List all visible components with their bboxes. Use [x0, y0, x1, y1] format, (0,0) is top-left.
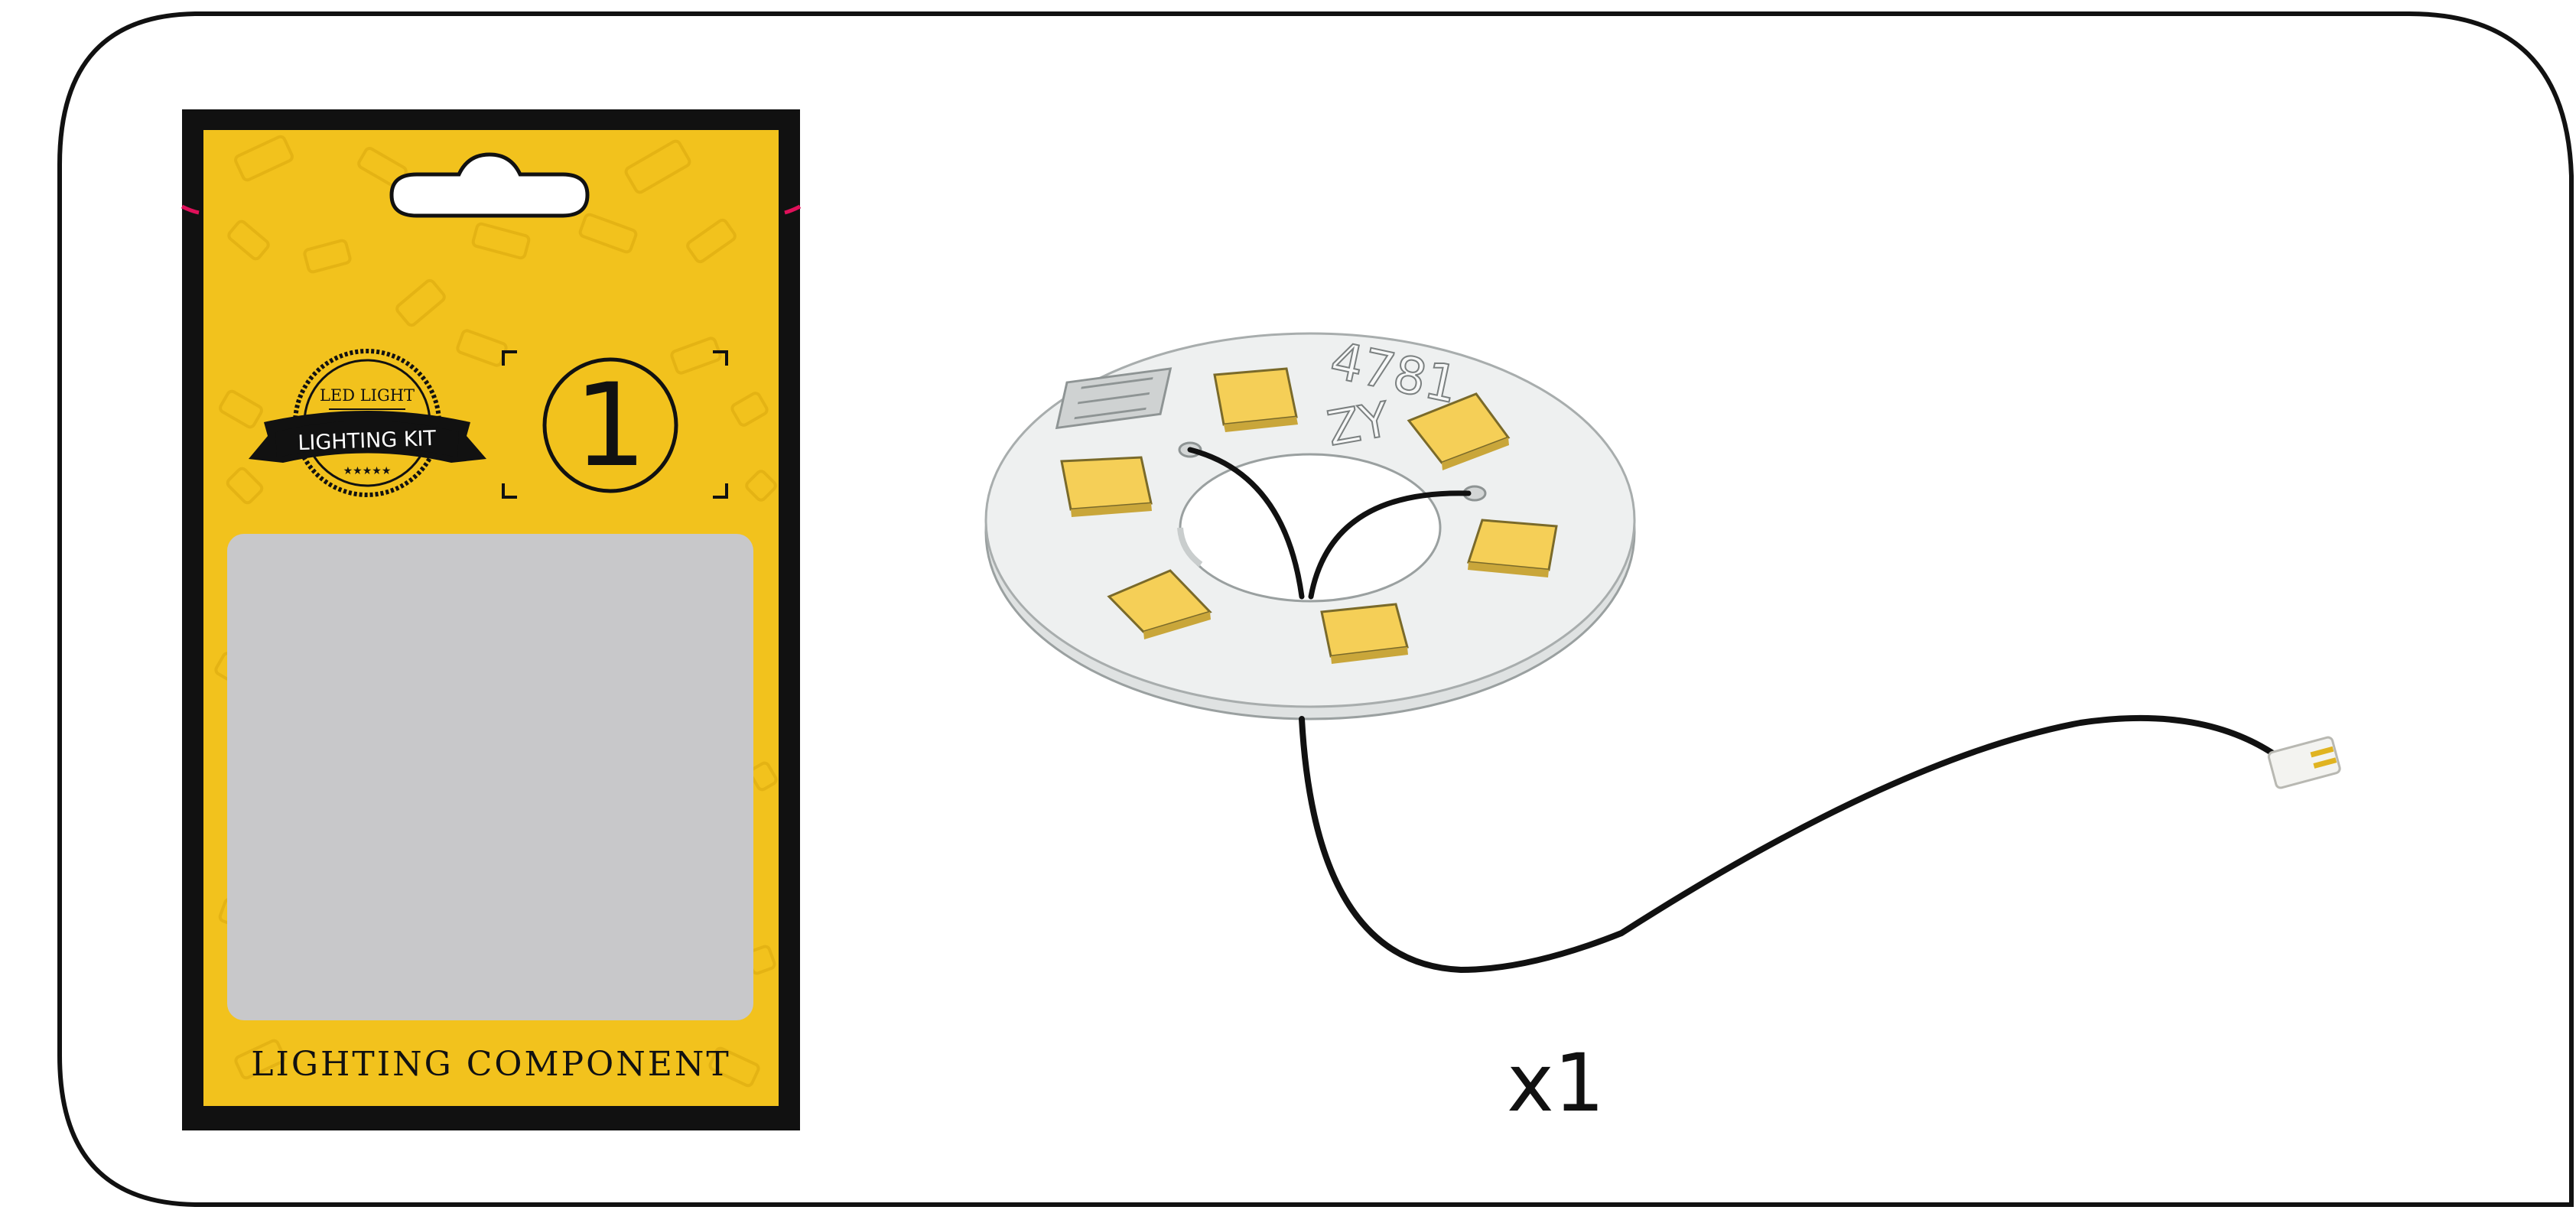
lighting-kit-package: LED LIGHT LIGHTING KIT ★★★★★ 1 LIGHTING …	[181, 109, 802, 1130]
board-center-hole	[1179, 453, 1442, 603]
badge-stars: ★★★★★	[343, 465, 392, 477]
quantity-label: x1	[1507, 1036, 1605, 1130]
led-chip	[1107, 569, 1212, 639]
led-chip	[1060, 456, 1153, 517]
wire-plug-connector	[2267, 736, 2341, 789]
led-chip	[1407, 392, 1511, 470]
lighting-kit-badge: LED LIGHT LIGHTING KIT ★★★★★	[249, 349, 486, 497]
led-chip	[1213, 367, 1298, 432]
brick-pattern-decoration	[214, 135, 778, 1088]
connection-wire	[1187, 447, 2290, 974]
badge-banner-text: LIGHTING KIT	[298, 427, 437, 455]
ring-led-board: 4781 ZY	[984, 330, 1636, 720]
step-number: 1	[574, 359, 646, 493]
badge-top-text: LED LIGHT	[320, 386, 415, 405]
led-chip	[1466, 519, 1558, 577]
trim-mark-left	[181, 204, 200, 215]
led-chip	[1320, 603, 1409, 664]
hang-hole	[389, 152, 590, 218]
step-number-marker: 1	[502, 350, 728, 499]
board-label-code: ZY	[1323, 391, 1394, 457]
package-footer-label: LIGHTING COMPONENT	[251, 1045, 730, 1084]
package-window	[227, 534, 753, 1020]
board-solder-pad	[1055, 367, 1173, 430]
board-label-model: 4781	[1325, 330, 1463, 415]
trim-mark-right	[784, 204, 802, 215]
